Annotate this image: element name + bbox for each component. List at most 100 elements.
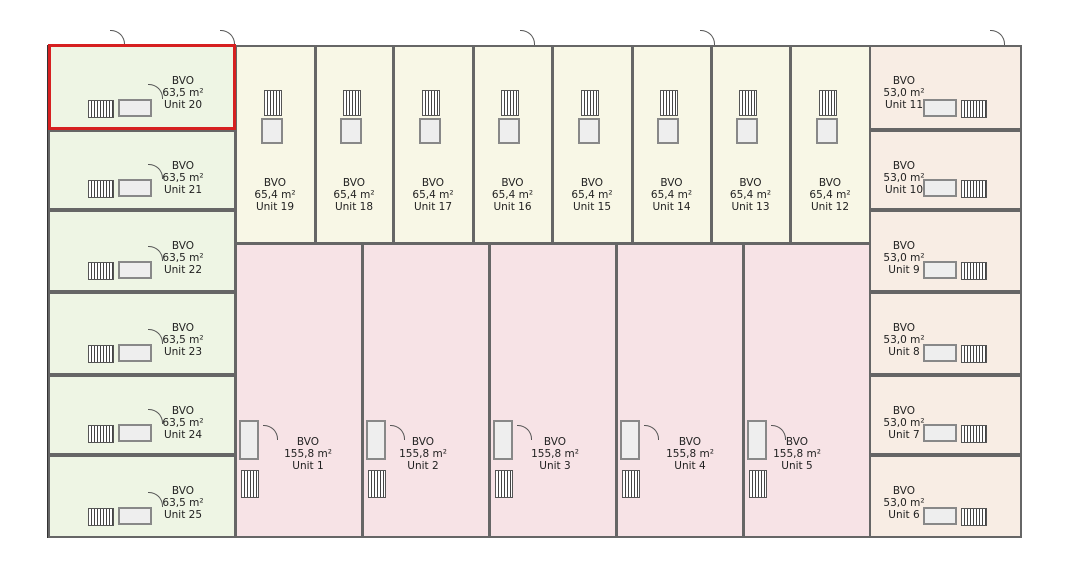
unit-area: 53,0 m² bbox=[883, 497, 925, 509]
unit-17[interactable] bbox=[393, 45, 474, 244]
unit-name: Unit 7 bbox=[888, 429, 920, 441]
stairs-icon bbox=[749, 470, 767, 498]
restroom-icon bbox=[118, 179, 152, 197]
unit-name: Unit 8 bbox=[888, 346, 920, 358]
entrance-door-icon bbox=[700, 30, 715, 45]
unit-name: Unit 24 bbox=[163, 429, 203, 441]
unit-area: 155,8 m² bbox=[399, 448, 447, 460]
unit-type: BVO bbox=[263, 177, 287, 189]
stairs-icon bbox=[368, 470, 386, 498]
restroom-icon bbox=[657, 118, 679, 144]
stairs-icon bbox=[501, 90, 519, 116]
unit-type: BVO bbox=[171, 160, 195, 172]
stairs-icon bbox=[961, 345, 987, 363]
unit-24[interactable] bbox=[48, 375, 236, 455]
restroom-icon bbox=[118, 424, 152, 442]
unit-name: Unit 12 bbox=[810, 201, 850, 213]
unit-18[interactable] bbox=[315, 45, 394, 244]
unit-name: Unit 21 bbox=[163, 184, 203, 196]
unit-name: Unit 14 bbox=[652, 201, 691, 213]
unit-name: Unit 11 bbox=[884, 99, 924, 111]
unit-area: 65,4 m² bbox=[650, 189, 693, 201]
stairs-icon bbox=[88, 508, 114, 526]
unit-15[interactable] bbox=[552, 45, 633, 244]
restroom-icon bbox=[923, 99, 957, 117]
unit-type: BVO bbox=[892, 322, 916, 334]
unit-area: 63,5 m² bbox=[162, 252, 204, 264]
unit-area: 53,0 m² bbox=[883, 172, 925, 184]
unit-name: Unit 15 bbox=[572, 201, 612, 213]
unit-12[interactable] bbox=[790, 45, 871, 244]
unit-name: Unit 6 bbox=[888, 509, 920, 521]
unit-16[interactable] bbox=[473, 45, 553, 244]
restroom-icon bbox=[118, 261, 152, 279]
unit-area: 53,0 m² bbox=[883, 334, 925, 346]
unit-type: BVO bbox=[785, 436, 809, 448]
unit-type: BVO bbox=[892, 75, 916, 87]
unit-19[interactable] bbox=[235, 45, 316, 244]
unit-type: BVO bbox=[892, 160, 916, 172]
unit-name: Unit 3 bbox=[539, 460, 571, 472]
unit-area: 63,5 m² bbox=[162, 334, 204, 346]
unit-type: BVO bbox=[296, 436, 320, 448]
stairs-icon bbox=[88, 100, 114, 118]
restroom-icon bbox=[366, 420, 386, 460]
stairs-icon bbox=[495, 470, 513, 498]
unit-5[interactable] bbox=[743, 243, 871, 538]
unit-22[interactable] bbox=[48, 210, 236, 292]
unit-14[interactable] bbox=[632, 45, 712, 244]
restroom-icon bbox=[923, 179, 957, 197]
unit-6[interactable] bbox=[869, 455, 1022, 538]
unit-type: BVO bbox=[892, 485, 916, 497]
unit-area: 155,8 m² bbox=[666, 448, 714, 460]
restroom-icon bbox=[620, 420, 640, 460]
unit-name: Unit 5 bbox=[781, 460, 813, 472]
unit-type: BVO bbox=[892, 240, 916, 252]
stairs-icon bbox=[88, 345, 114, 363]
unit-area: 65,4 m² bbox=[333, 189, 375, 201]
unit-area: 53,0 m² bbox=[883, 252, 925, 264]
unit-area: 155,8 m² bbox=[284, 448, 332, 460]
restroom-icon bbox=[923, 261, 957, 279]
unit-area: 65,4 m² bbox=[491, 189, 534, 201]
unit-area: 65,4 m² bbox=[254, 189, 296, 201]
stairs-icon bbox=[580, 90, 599, 116]
unit-13[interactable] bbox=[711, 45, 791, 244]
unit-10[interactable] bbox=[869, 130, 1022, 210]
entrance-door-icon bbox=[220, 30, 235, 45]
unit-8[interactable] bbox=[869, 292, 1022, 375]
unit-name: Unit 20 bbox=[163, 99, 203, 111]
stairs-icon bbox=[622, 470, 640, 498]
unit-name: Unit 1 bbox=[292, 460, 324, 472]
restroom-icon bbox=[118, 344, 152, 362]
unit-type: BVO bbox=[171, 240, 195, 252]
stairs-icon bbox=[961, 180, 987, 198]
unit-area: 53,0 m² bbox=[883, 87, 925, 99]
unit-name: Unit 16 bbox=[493, 201, 532, 213]
unit-name: Unit 22 bbox=[163, 264, 203, 276]
unit-name: Unit 4 bbox=[674, 460, 706, 472]
unit-name: Unit 23 bbox=[163, 346, 203, 358]
entrance-door-icon bbox=[520, 30, 535, 45]
restroom-icon bbox=[260, 118, 283, 144]
unit-type: BVO bbox=[411, 436, 435, 448]
unit-type: BVO bbox=[892, 405, 916, 417]
unit-type: BVO bbox=[421, 177, 445, 189]
unit-name: Unit 10 bbox=[884, 184, 924, 196]
restroom-icon bbox=[498, 118, 520, 144]
